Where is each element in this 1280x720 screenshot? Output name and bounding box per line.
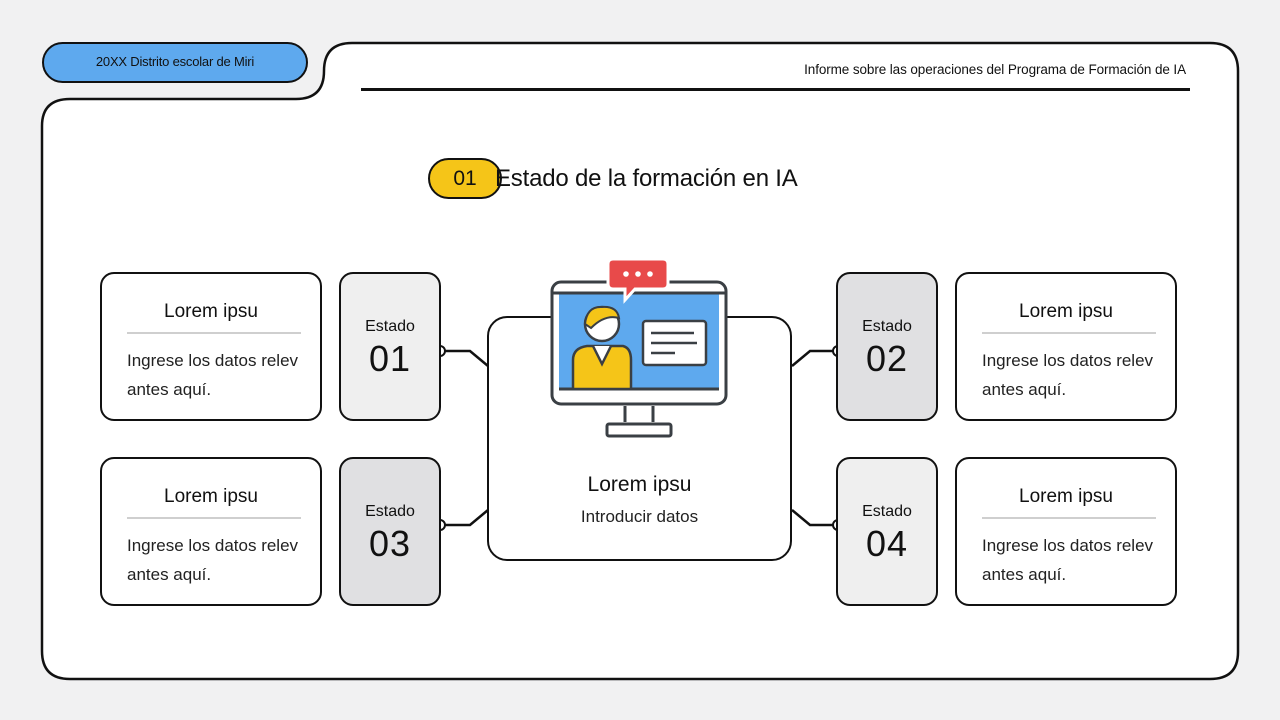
- section-title: Estado de la formación en IA: [495, 164, 798, 192]
- section-number-badge: 01: [428, 158, 502, 199]
- status-label: Estado: [862, 503, 912, 520]
- info-card-2: Lorem ipsu Ingrese los datos relev antes…: [955, 272, 1177, 421]
- card-divider: [982, 332, 1156, 334]
- district-tag: 20XX Distrito escolar de Miri: [42, 42, 308, 83]
- card-body: Ingrese los datos relev antes aquí.: [127, 351, 299, 399]
- status-box-1: Estado 01: [339, 272, 441, 421]
- card-title: Lorem ipsu: [1019, 301, 1113, 322]
- card-body: Ingrese los datos relev antes aquí.: [127, 536, 299, 584]
- card-divider: [127, 332, 301, 334]
- status-label: Estado: [862, 318, 912, 335]
- info-card-4: Lorem ipsu Ingrese los datos relev antes…: [955, 457, 1177, 606]
- status-number: 01: [368, 338, 412, 379]
- center-title: Lorem ipsu: [587, 473, 692, 496]
- status-box-2: Estado 02: [836, 272, 938, 421]
- online-training-monitor-icon: [550, 257, 728, 438]
- status-box-3: Estado 03: [339, 457, 441, 606]
- card-body: Ingrese los datos relev antes aquí.: [982, 351, 1154, 399]
- status-label: Estado: [365, 318, 415, 335]
- header-divider: [361, 88, 1190, 91]
- card-title: Lorem ipsu: [164, 486, 258, 507]
- status-number: 04: [865, 523, 909, 564]
- section-heading: 01 Estado de la formación en IA: [428, 158, 798, 199]
- status-number: 03: [368, 523, 412, 564]
- info-card-1: Lorem ipsu Ingrese los datos relev antes…: [100, 272, 322, 421]
- card-divider: [982, 517, 1156, 519]
- report-title: Informe sobre las operaciones del Progra…: [804, 62, 1186, 77]
- status-number: 02: [865, 338, 909, 379]
- card-title: Lorem ipsu: [1019, 486, 1113, 507]
- card-body: Ingrese los datos relev antes aquí.: [982, 536, 1154, 584]
- status-label: Estado: [365, 503, 415, 520]
- center-subtitle: Introducir datos: [580, 507, 699, 526]
- info-card-3: Lorem ipsu Ingrese los datos relev antes…: [100, 457, 322, 606]
- status-box-4: Estado 04: [836, 457, 938, 606]
- card-divider: [127, 517, 301, 519]
- card-title: Lorem ipsu: [164, 301, 258, 322]
